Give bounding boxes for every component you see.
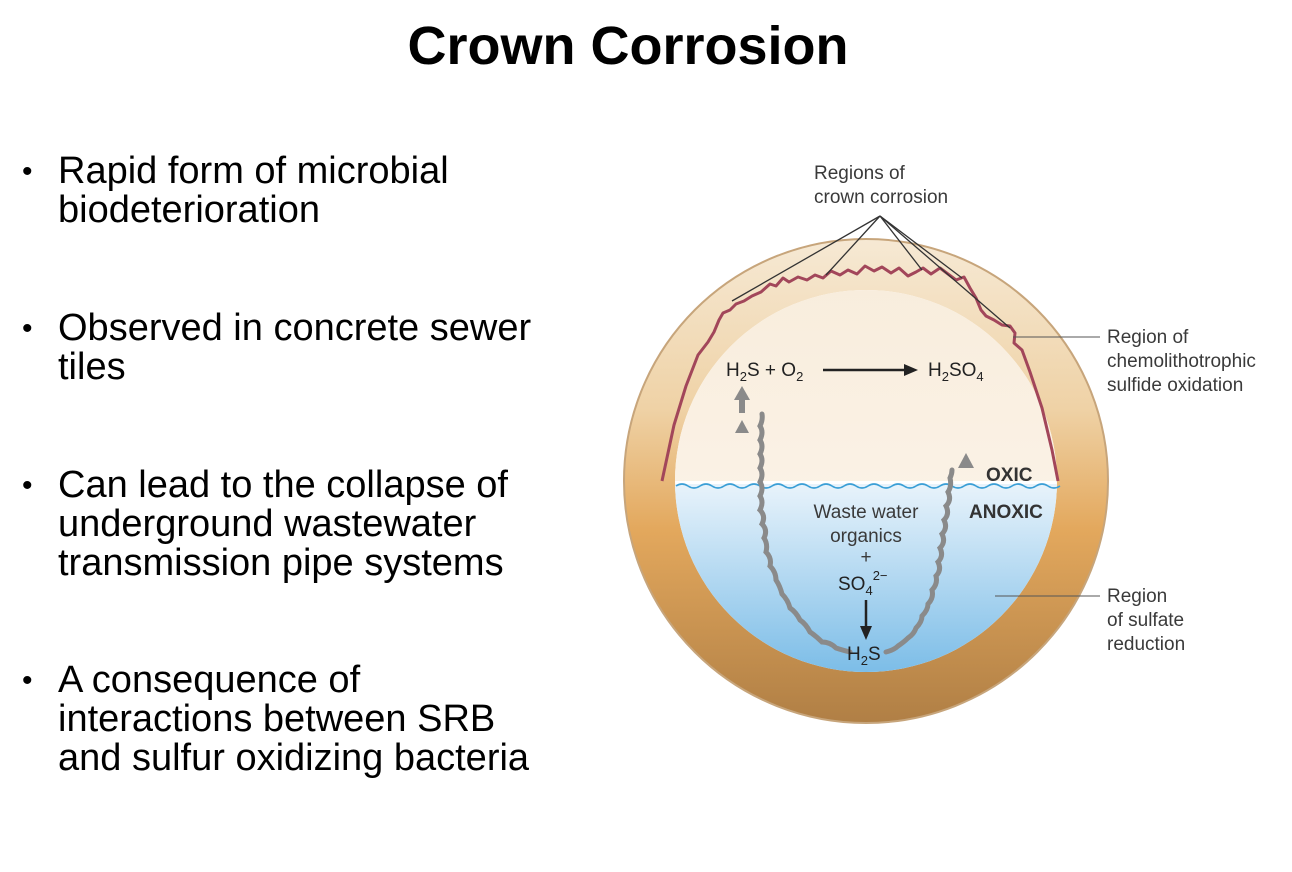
anoxic-label: ANOXIC xyxy=(969,502,1043,523)
bullet-marker: • xyxy=(22,469,33,502)
bullet-marker: • xyxy=(22,664,33,697)
plus-sign: + xyxy=(860,547,871,568)
oxidation-region-label-line2: chemolithotrophic xyxy=(1107,351,1256,372)
arrow-stem-left-upper xyxy=(739,396,745,413)
crown-region-pointers xyxy=(731,215,1011,329)
bullet-line: tiles xyxy=(58,346,126,388)
sulfate-formula: SO42− xyxy=(838,568,888,598)
wastewater-label-line1: Waste water xyxy=(814,502,920,523)
corroded-crown-area xyxy=(675,290,1057,481)
sulfide-bottom-formula: H2S xyxy=(847,644,881,668)
bullet-marker: • xyxy=(22,155,33,188)
bullet-line: underground wastewater xyxy=(58,503,477,545)
bullet-line: Can lead to the collapse of xyxy=(58,464,508,506)
oxidation-arrowhead xyxy=(904,364,918,376)
slide-title: Crown Corrosion xyxy=(407,16,849,76)
reduction-region-label-line1: Region xyxy=(1107,586,1167,607)
arrowhead-right xyxy=(958,453,974,468)
oxidation-region-label-line1: Region of xyxy=(1107,327,1189,348)
reaction-reactants: H2S + O2 xyxy=(726,360,803,384)
oxic-label: OXIC xyxy=(986,465,1033,486)
bullet-line: and sulfur oxidizing bacteria xyxy=(58,737,530,779)
reaction-product: H2SO4 xyxy=(928,360,984,384)
sulfide-rising-arrow-left xyxy=(756,411,853,655)
bullet-marker: • xyxy=(22,312,33,345)
arrowhead-left-lower xyxy=(735,420,749,433)
bullet-line: Rapid form of microbial xyxy=(58,150,449,192)
reduction-region-label-line2: of sulfate xyxy=(1107,610,1184,631)
bullet-line: Observed in concrete sewer xyxy=(58,307,532,349)
reduction-arrowhead xyxy=(860,626,872,640)
oxidation-region-label-line3: sulfide oxidation xyxy=(1107,375,1243,396)
arrowhead-left-upper xyxy=(734,386,750,400)
bullet-line: interactions between SRB xyxy=(58,698,496,740)
sulfide-rising-arrow-right xyxy=(883,467,955,655)
water-surface xyxy=(675,483,1061,489)
wastewater-label-line2: organics xyxy=(830,526,902,547)
bullet-line: biodeterioration xyxy=(58,189,320,231)
reduction-region-label-line3: reduction xyxy=(1107,634,1185,655)
crown-regions-label-line2: crown corrosion xyxy=(814,187,948,208)
bullet-line: transmission pipe systems xyxy=(58,542,504,584)
bullet-line: A consequence of xyxy=(58,659,361,701)
crown-regions-label-line1: Regions of xyxy=(814,163,906,184)
corrosion-edge xyxy=(660,264,1060,482)
crown-corrosion-diagram: Regions of crown corrosion Region of che… xyxy=(623,163,1256,724)
